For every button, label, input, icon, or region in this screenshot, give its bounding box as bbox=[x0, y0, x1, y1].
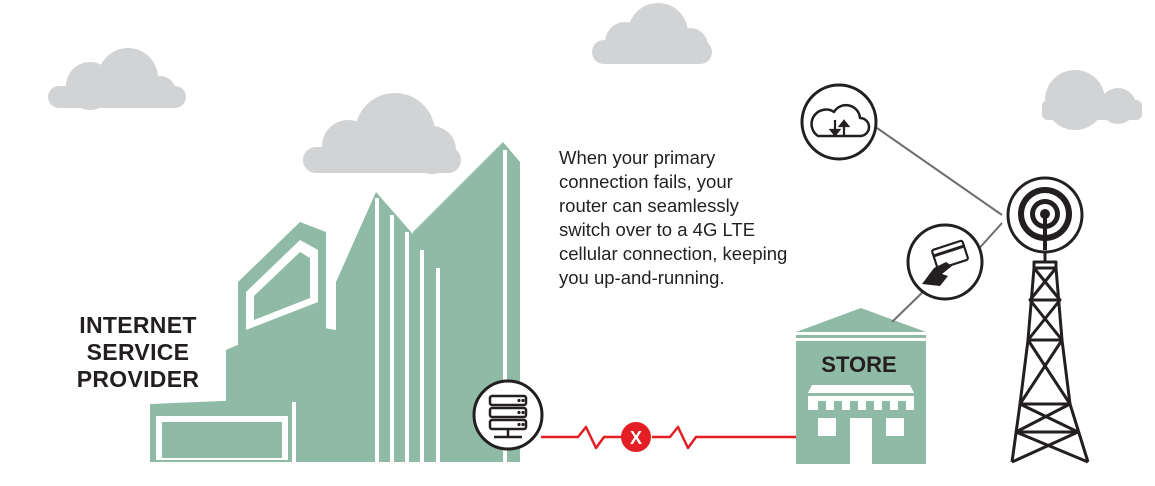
isp-buildings bbox=[150, 142, 520, 462]
building-center-stripes bbox=[375, 198, 440, 462]
building-tall-stripes bbox=[503, 150, 507, 462]
building-left-window bbox=[246, 240, 318, 330]
cloud-top bbox=[592, 3, 712, 64]
building-center bbox=[336, 192, 455, 462]
failure-x-label: X bbox=[630, 428, 642, 448]
description-line-5: cellular connection, keeping bbox=[559, 243, 788, 264]
router-server-icon bbox=[472, 379, 544, 451]
failure-x-badge bbox=[621, 422, 651, 452]
store-windows bbox=[818, 418, 904, 464]
store-roof bbox=[796, 308, 926, 332]
failover-description: When your primary connection fails, your… bbox=[559, 146, 859, 290]
cloud-upload-download-icon bbox=[800, 83, 878, 161]
background-clouds bbox=[48, 3, 1142, 174]
description-line-1: When your primary bbox=[559, 147, 716, 168]
failed-connection-line bbox=[541, 425, 796, 450]
store-building bbox=[796, 308, 926, 464]
isp-label-line-3: PROVIDER bbox=[76, 366, 200, 392]
isp-label-line-2: SERVICE bbox=[86, 339, 190, 365]
cell-tower-icon bbox=[1010, 245, 1090, 464]
isp-label-line-1: INTERNET bbox=[79, 312, 197, 338]
store-awning-scallops bbox=[818, 401, 906, 410]
store-label: STORE bbox=[821, 352, 897, 377]
isp-label: INTERNET SERVICE PROVIDER bbox=[52, 312, 224, 393]
cloud-right bbox=[1042, 70, 1142, 130]
description-line-3: router can seamlessly bbox=[559, 195, 739, 216]
signal-antenna-icon bbox=[1006, 176, 1084, 254]
credit-card-payment-icon bbox=[906, 223, 984, 301]
building-base-roof bbox=[150, 398, 310, 404]
cloud-center bbox=[303, 93, 461, 174]
description-line-2: connection fails, your bbox=[559, 171, 733, 192]
description-line-4: switch over to a 4G LTE bbox=[559, 219, 756, 240]
description-line-6: you up-and-running. bbox=[559, 267, 725, 288]
cloud-left bbox=[48, 48, 186, 110]
